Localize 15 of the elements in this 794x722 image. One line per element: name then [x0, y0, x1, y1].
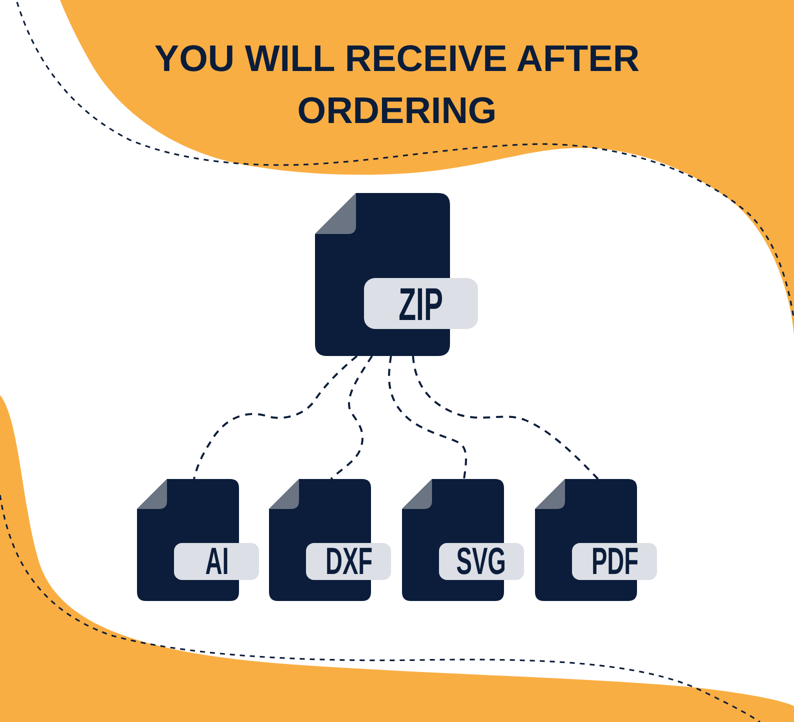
file-extension-label: AI	[174, 543, 259, 580]
file-document	[315, 193, 478, 356]
dashed-connector	[388, 356, 467, 480]
dashed-connector	[330, 355, 373, 480]
file-extension-label: SVG	[439, 543, 524, 580]
file-extension-label: PDF	[572, 543, 657, 580]
dashed-connector	[412, 356, 599, 480]
dashed-connector	[193, 355, 358, 480]
title: YOU WILL RECEIVE AFTER ORDERING	[153, 37, 641, 133]
file-document	[269, 479, 391, 601]
file-document	[137, 479, 259, 601]
file-extension-label: ZIP	[364, 278, 478, 329]
file-extension-label: DXF	[306, 543, 391, 580]
file-document	[535, 479, 657, 601]
file-document	[402, 479, 524, 601]
